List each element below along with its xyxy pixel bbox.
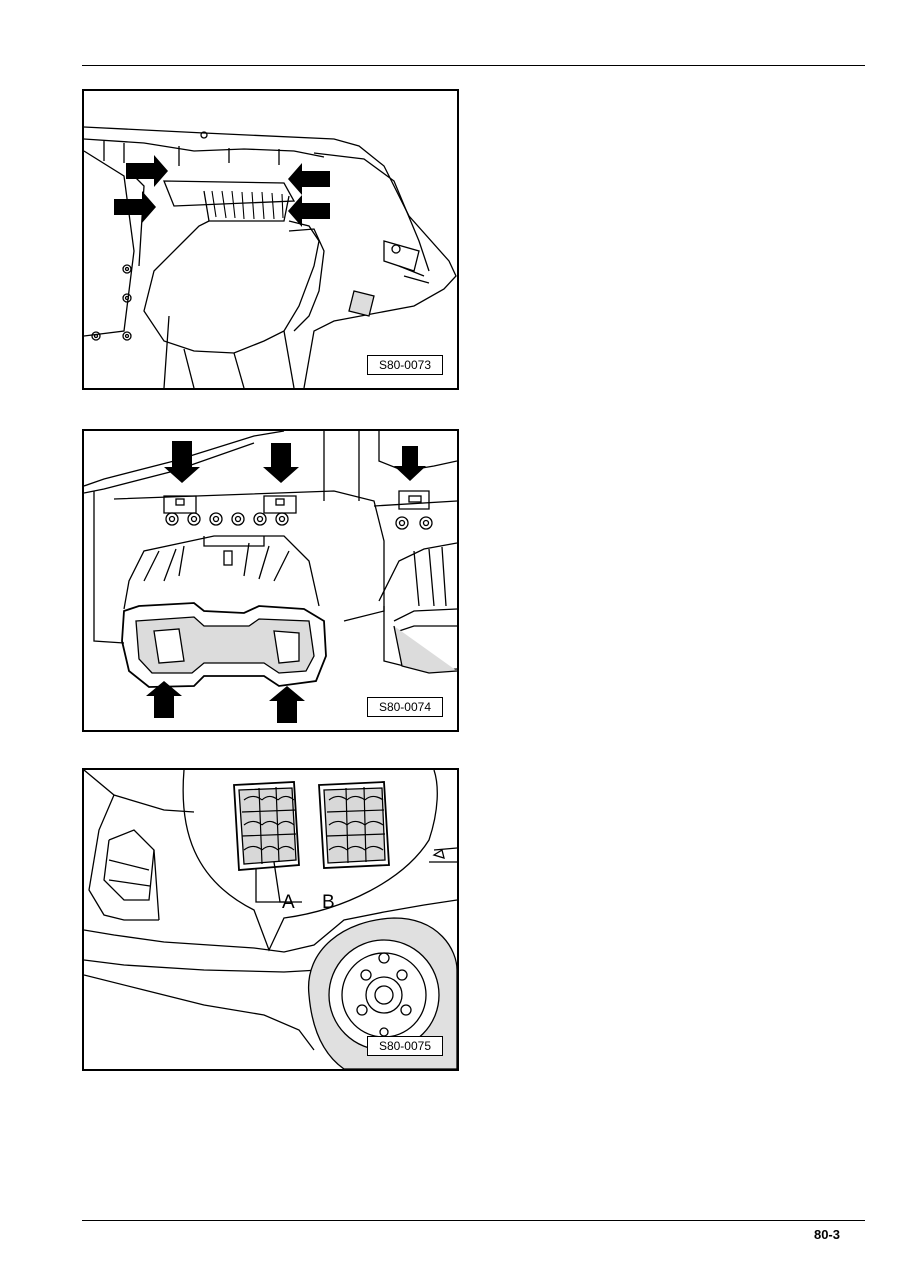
illustration-vent-connector	[84, 431, 457, 723]
figure-label: S80-0075	[366, 1036, 443, 1056]
page-number: 80-3	[813, 1227, 840, 1242]
callout-a: A	[282, 892, 295, 913]
figure-label: S80-0073	[366, 355, 443, 375]
figure-s80-0074: S80-0074	[82, 429, 459, 732]
figure-s80-0075: A B S80-0075	[82, 768, 459, 1071]
illustration-duct-clips	[84, 126, 457, 388]
footer-rule	[82, 1220, 865, 1221]
callout-b: B	[322, 892, 335, 913]
figure-s80-0073: S80-0073	[82, 89, 459, 390]
header-rule	[82, 65, 865, 66]
figure-label: S80-0074	[366, 697, 443, 717]
illustration-rear-vent-grilles	[84, 770, 457, 1069]
